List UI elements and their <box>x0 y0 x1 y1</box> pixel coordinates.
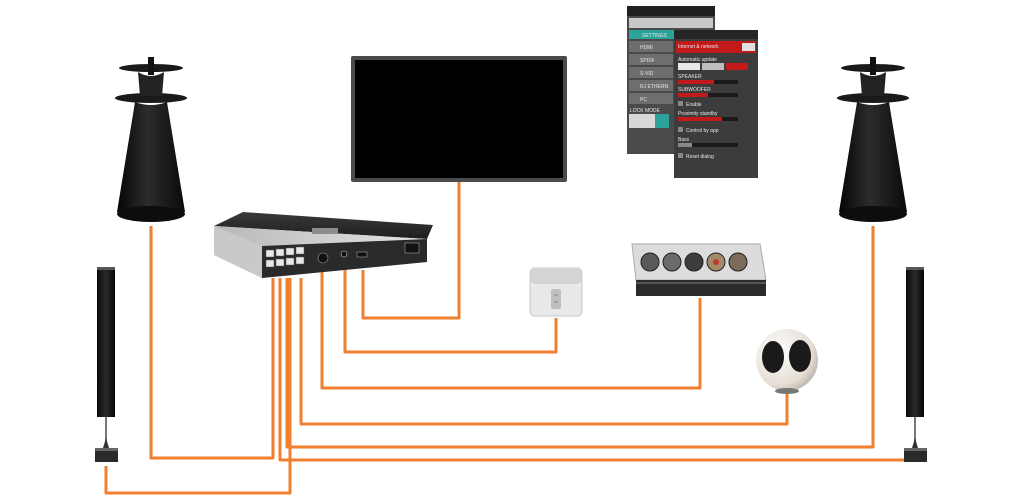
app-front-screen: Internet & network Automatic update SPEA… <box>674 30 758 178</box>
cable-hub-to-disc-player <box>320 272 702 390</box>
hub-side-panel <box>214 226 262 278</box>
setting-row: Automatic update <box>678 57 717 63</box>
right-tower-speaker <box>904 267 927 462</box>
disc-player-device <box>631 243 767 296</box>
menu-item[interactable]: SPDIF <box>640 58 655 64</box>
setting-row: Reset dialog <box>686 154 714 160</box>
small-white-player <box>529 267 583 317</box>
cable-hub-to-left-tower <box>104 278 292 495</box>
setting-row: Enable <box>686 102 702 108</box>
cable-hub-to-left-speaker <box>149 226 275 460</box>
tv <box>351 56 567 182</box>
hub-power-port <box>404 242 420 254</box>
hub-ethernet-ports <box>265 246 305 268</box>
cable-hub-to-tv <box>361 182 461 320</box>
tower-base <box>904 448 927 462</box>
menu-item[interactable]: HDMI <box>640 45 653 51</box>
menu-item[interactable]: PC <box>640 97 647 103</box>
right-cone-speaker <box>837 57 909 222</box>
left-tower-speaker <box>95 267 118 462</box>
back-menu: HDMI SPDIF S-VID RJ ETHERN PC <box>629 41 673 104</box>
cable-hub-to-right-tower <box>278 278 915 462</box>
setting-row: Bass <box>678 137 690 143</box>
cable-hub-to-sphere-speaker <box>299 278 789 426</box>
tv-screen <box>355 60 563 178</box>
network-hub <box>214 212 433 278</box>
hub-logo-plate <box>312 228 338 234</box>
cables <box>104 182 915 495</box>
menu-item[interactable]: RJ ETHERN <box>640 84 668 90</box>
tower-body <box>906 267 924 417</box>
left-cone-speaker <box>115 57 187 222</box>
setting-row: SUBWOOFER <box>678 87 711 93</box>
hub-round-port <box>317 252 329 264</box>
cable-hub-to-right-speaker <box>285 226 875 449</box>
setting-row: Proximity standby <box>678 111 718 117</box>
hub-audio-port <box>340 250 348 258</box>
spherical-speaker <box>756 329 818 394</box>
section-label: LOCK MODE <box>630 108 661 114</box>
hub-hdmi-port <box>356 251 368 258</box>
setting-row: SPEAKER <box>678 74 702 80</box>
menu-item[interactable]: S-VID <box>640 71 654 77</box>
front-header: Internet & network <box>678 44 719 50</box>
tab-label: SETTINGS <box>642 33 668 39</box>
tower-base <box>95 448 118 462</box>
tower-body <box>97 267 115 417</box>
disc-icons <box>640 252 748 272</box>
speaker-mid-dish <box>837 93 909 103</box>
setting-row: Control by app <box>686 128 719 134</box>
cable-hub-to-player <box>343 270 558 354</box>
hub-top <box>214 212 433 239</box>
speaker-mid-dish <box>115 93 187 103</box>
